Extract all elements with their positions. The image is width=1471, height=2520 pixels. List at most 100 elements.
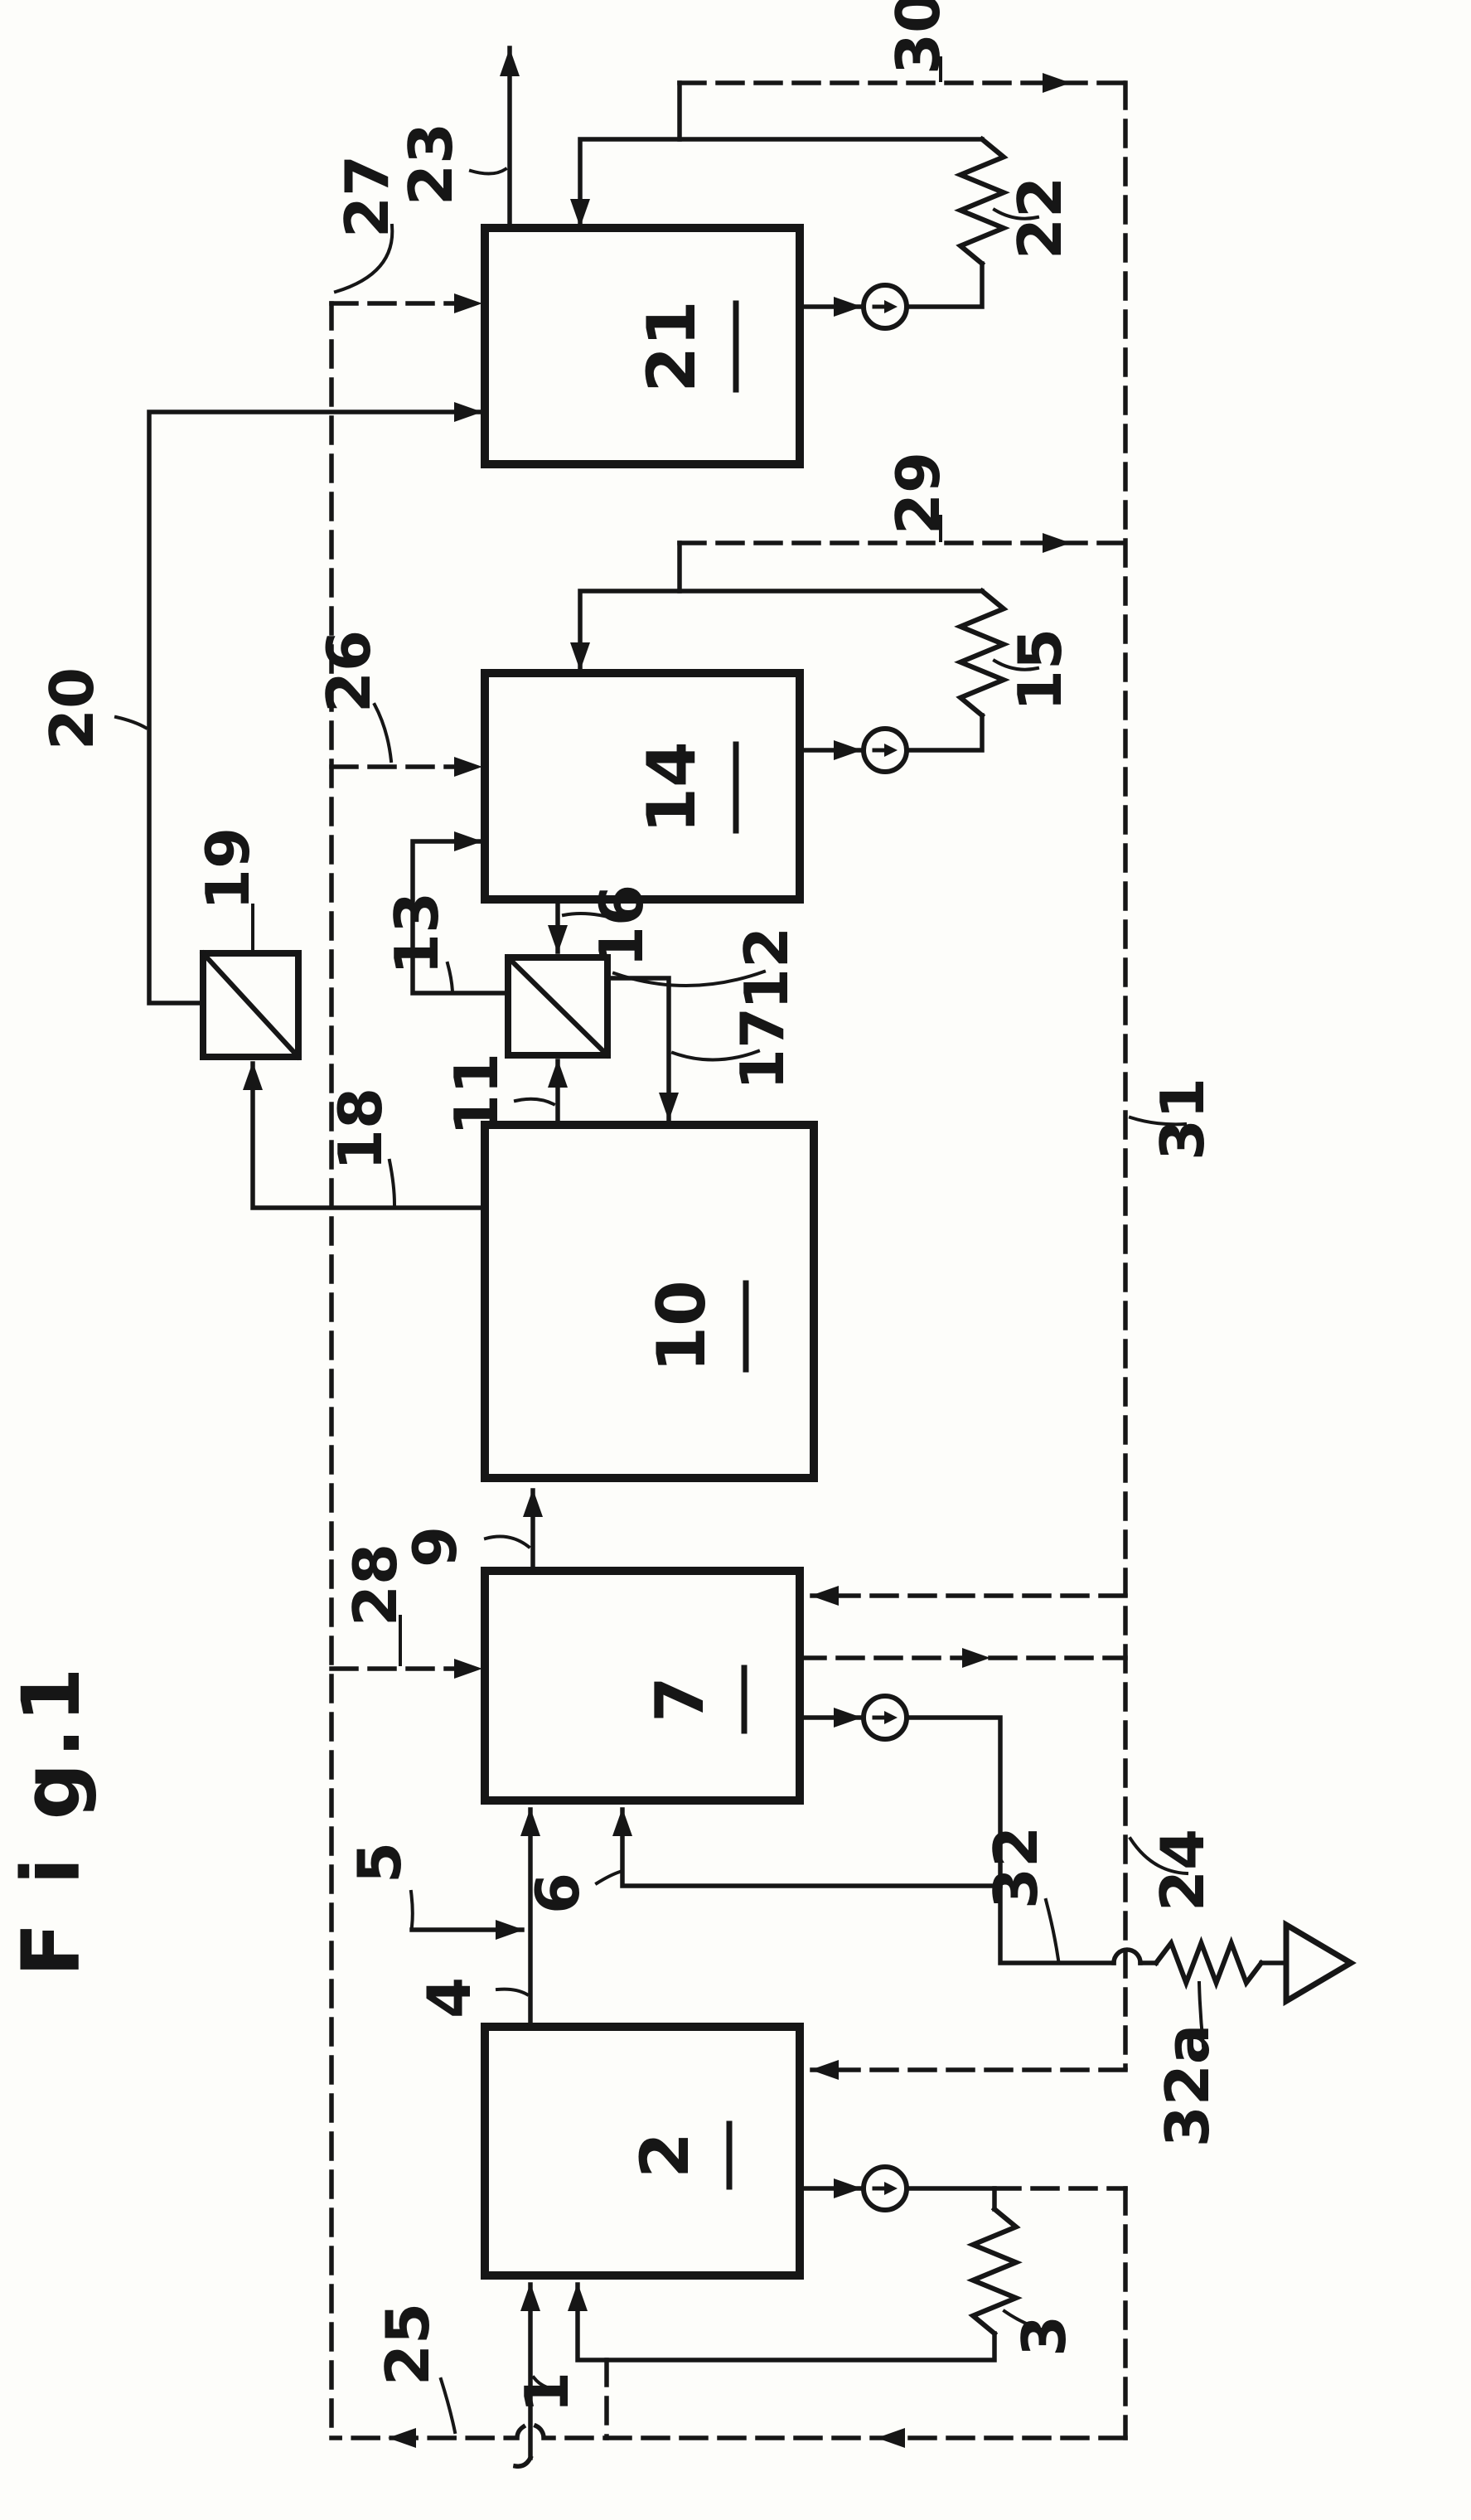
ref-5: 5 (345, 1842, 414, 1883)
ref-6: 6 (523, 1873, 593, 1914)
ref-6-leader (594, 1869, 622, 1886)
ref-32-leader (1043, 1897, 1061, 1962)
loop-21-inlet-arrowhead (834, 297, 862, 317)
ref-32a: 32a (1153, 2024, 1222, 2148)
ref-1: 1 (512, 2372, 582, 2413)
ref-28: 28 (341, 1544, 410, 1626)
ref-23-leader (468, 167, 508, 176)
stream-11-arrowhead (548, 1059, 568, 1088)
ref-18-leader (387, 1158, 397, 1207)
ref-19: 19 (193, 827, 263, 910)
loop-14-inlet-arrowhead (834, 740, 862, 760)
stream-13 (410, 839, 510, 996)
stream-4-arrowhead (520, 1808, 540, 1836)
unit-12-diagonal (504, 953, 612, 1059)
pump-7-flow-icon-tip (884, 1711, 898, 1724)
column-14-label: 14 (633, 741, 710, 833)
ref-13-leader (445, 961, 455, 994)
stream-29-arrowhead (1043, 533, 1071, 553)
column-21-outline (481, 224, 804, 468)
ref-17: 17 (728, 1007, 797, 1090)
ref-18: 18 (326, 1088, 395, 1170)
loop-21-return-arrowhead (570, 199, 590, 227)
ref-17-leader (670, 1049, 761, 1062)
feed-1-arrowhead (520, 2283, 540, 2311)
loop-21-riser (904, 261, 985, 309)
ref-16-leader (561, 912, 622, 923)
ref-9-leader (483, 1534, 531, 1549)
pump-21-body (861, 283, 909, 331)
ref-30: 30 (883, 0, 953, 75)
ref-24-leader (1128, 1836, 1189, 1876)
column-7-label: 7 (641, 1676, 719, 1723)
ref-31-leader (1128, 1115, 1188, 1127)
loop-21-return (578, 137, 985, 228)
border-bottom-arrowhead (388, 2428, 416, 2448)
stream-18 (250, 1061, 487, 1210)
column-2-label: 2 (627, 2132, 704, 2178)
heater-32a (1152, 1936, 1265, 1990)
pump-7-inlet-arrowhead (834, 1708, 862, 1728)
pump-7-body (861, 1694, 909, 1742)
stream-20 (147, 410, 483, 1006)
ref-26-leader (372, 702, 394, 763)
pump-2-flow-icon-tip (884, 2182, 898, 2195)
feed-1-tail (512, 2455, 534, 2469)
ref-12-leader (612, 969, 767, 987)
stream-23-arrowhead (500, 48, 520, 76)
stream-30-arrowhead (1043, 73, 1071, 93)
column-10-outline (481, 1121, 818, 1482)
column-7-outline (481, 1567, 804, 1805)
ref-26: 26 (314, 630, 384, 713)
ref-25-leader (438, 2377, 457, 2435)
ref-4-leader (495, 1987, 530, 1997)
unit-19-diagonal (199, 949, 302, 1061)
stream-6-arrowhead (612, 1808, 632, 1836)
ref-11: 11 (442, 1053, 511, 1136)
flare-tip (1283, 1919, 1357, 2007)
loop-2-return (575, 2282, 997, 2362)
ref-24: 24 (1148, 1829, 1217, 1912)
column-10-label: 10 (643, 1280, 720, 1372)
heater-22 (954, 135, 1010, 268)
pump-2-body (861, 2164, 909, 2212)
loop-14-riser (904, 713, 985, 753)
unit-12-outline (505, 954, 611, 1059)
ref-20-leader (114, 715, 148, 730)
pump-2-inlet-arrowhead (834, 2178, 862, 2198)
column-14-outline (481, 669, 804, 904)
ref-23: 23 (396, 123, 466, 206)
border-bottom-arrowhead (877, 2428, 905, 2448)
ref-32: 32 (981, 1826, 1051, 1909)
stream-32 (904, 1715, 1116, 1965)
ref-31: 31 (1148, 1078, 1217, 1161)
loop-2-return-arrowhead (568, 2283, 588, 2311)
unit-19-outline (200, 950, 302, 1060)
ref-29: 29 (883, 452, 953, 535)
ref-3-leader (1002, 2309, 1043, 2332)
ref-22-leader (992, 207, 1040, 220)
stream-31-inlet-arrowhead (811, 1586, 839, 1606)
ref-11-leader (513, 1097, 556, 1107)
ref-12: 12 (732, 927, 801, 1010)
stream-16-arrowhead (548, 925, 568, 953)
ref-1-leader (531, 2375, 549, 2390)
column-2-outline (481, 2023, 804, 2280)
stream-26-arrowhead (454, 757, 482, 777)
stream-18-arrowhead (243, 1062, 263, 1090)
stream-24-arrowhead (962, 1648, 990, 1668)
column-21-label: 21 (633, 300, 710, 392)
border-bottom (329, 2422, 1128, 2440)
stream-27-arrowhead (454, 293, 482, 313)
ref-9: 9 (400, 1526, 470, 1568)
ref-32a-leader (1197, 1980, 1206, 2048)
ref-4: 4 (414, 1977, 484, 2018)
loop-14-return-arrowhead (570, 642, 590, 671)
heater-15 (954, 587, 1010, 720)
pump-14-body (861, 726, 909, 774)
ref-25: 25 (373, 2303, 443, 2386)
pump-14-flow-icon-tip (884, 744, 898, 757)
stream-9-arrowhead (523, 1489, 543, 1517)
